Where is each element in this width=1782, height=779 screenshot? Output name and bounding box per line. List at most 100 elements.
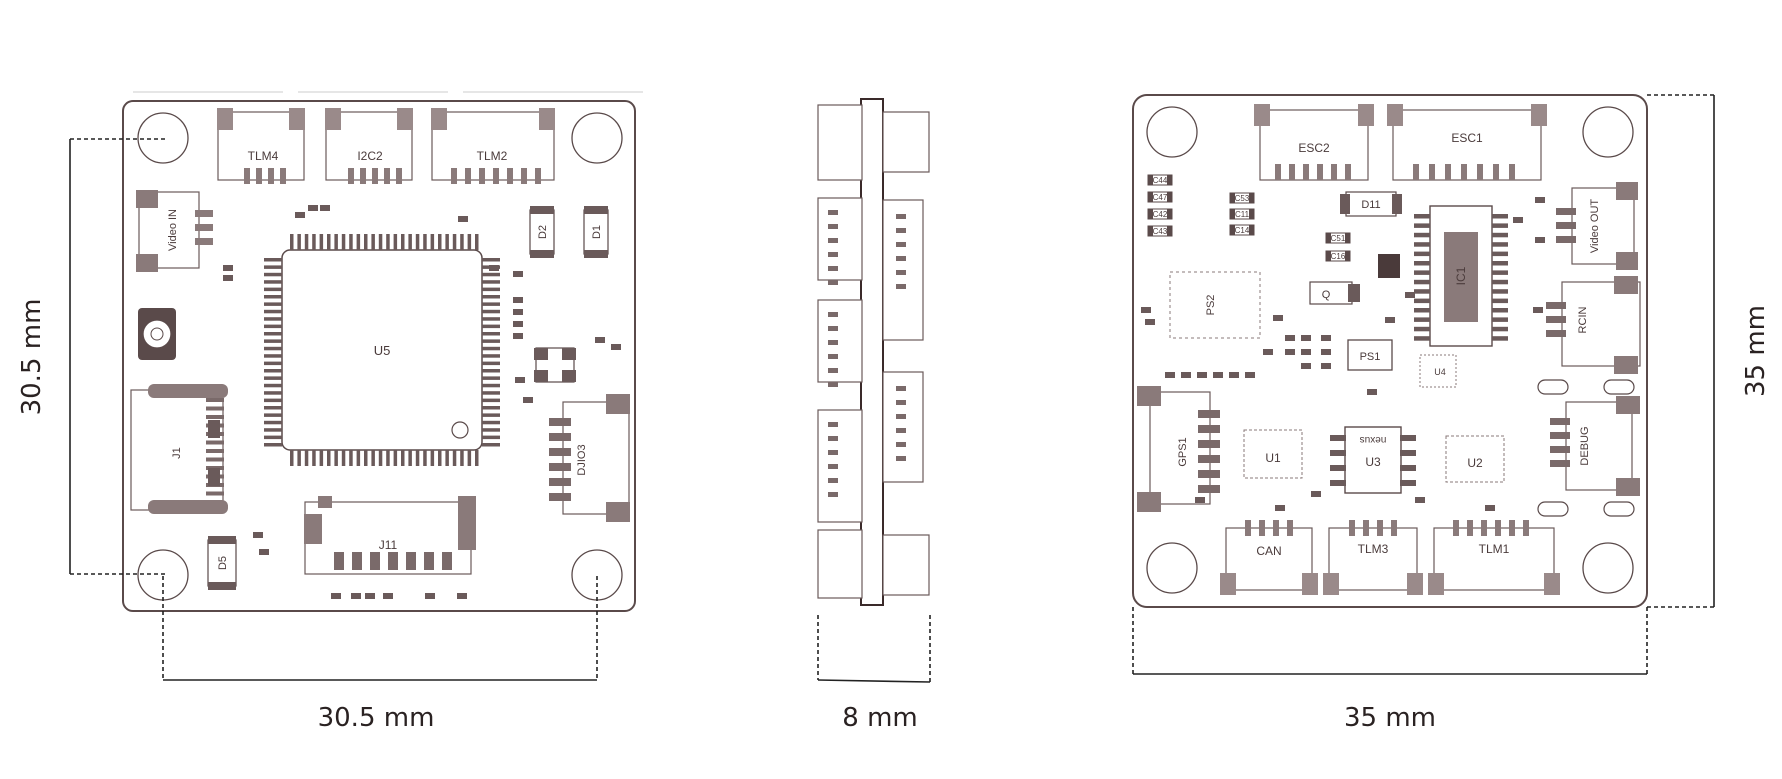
- pin: [482, 376, 500, 380]
- djio3-label: DJIO3: [576, 444, 588, 475]
- pin: [482, 346, 500, 351]
- pin: [430, 234, 435, 250]
- pin: [206, 398, 224, 402]
- pin: [828, 238, 838, 243]
- pin: [467, 234, 472, 250]
- svg-text:C47: C47: [1153, 193, 1168, 202]
- pin: [828, 266, 838, 271]
- connector-tlm2: TLM2: [431, 108, 555, 184]
- j1-label: J1: [171, 447, 183, 459]
- pin: [896, 228, 906, 233]
- pin: [264, 435, 282, 440]
- q-label: Q: [1322, 289, 1331, 301]
- pin: [482, 302, 500, 306]
- pin: [349, 234, 353, 250]
- pin: [482, 339, 500, 343]
- pin: [1492, 270, 1508, 275]
- pin: [482, 354, 500, 358]
- pin: [445, 450, 449, 466]
- connector-video-in: Video IN: [136, 190, 213, 272]
- pin: [475, 234, 479, 250]
- pin: [393, 234, 398, 250]
- pin: [1492, 223, 1508, 228]
- component-q: Q: [1309, 281, 1360, 305]
- pin: [401, 450, 405, 466]
- pin: [312, 234, 316, 250]
- pin: [828, 450, 838, 455]
- pin: [264, 317, 282, 321]
- pin: [264, 332, 282, 336]
- brand-label: nexus: [1360, 434, 1387, 445]
- connector-debug: DEBUG: [1550, 396, 1640, 496]
- dimension-lines: [69, 94, 1715, 683]
- pin: [356, 234, 361, 250]
- pin: [828, 464, 838, 469]
- component-d5: D5: [207, 536, 237, 590]
- pin: [297, 234, 301, 250]
- pin: [467, 450, 472, 466]
- mounting-hole: [1146, 106, 1198, 158]
- svg-text:C14: C14: [1235, 226, 1250, 235]
- pin: [206, 457, 224, 462]
- rcin-label: RCIN: [1577, 307, 1589, 334]
- pin: [1414, 270, 1430, 275]
- pin: [896, 256, 906, 261]
- mounting-hole: [571, 112, 623, 164]
- pin: [423, 450, 427, 466]
- pin: [828, 422, 838, 427]
- pin: [828, 492, 838, 497]
- pin: [264, 272, 282, 277]
- connector-j1: J1: [130, 384, 228, 514]
- pin: [408, 450, 412, 466]
- pin: [1414, 289, 1430, 294]
- svg-text:C42: C42: [1153, 210, 1168, 219]
- pin: [1492, 251, 1508, 257]
- component-ic1: IC1: [1414, 205, 1508, 347]
- svg-text:C51: C51: [1331, 234, 1346, 243]
- mounting-hole: [1582, 106, 1634, 158]
- pin: [1414, 251, 1430, 257]
- connector-tlm1: TLM1: [1428, 520, 1560, 595]
- pin: [482, 258, 500, 262]
- pin: [1414, 336, 1430, 341]
- pin: [290, 450, 294, 466]
- pin: [482, 324, 500, 329]
- pin: [828, 326, 838, 331]
- u3-label: U3: [1365, 455, 1381, 469]
- pin: [828, 280, 838, 285]
- back-board: ESC2 ESC1 C44 C47 C42 C43 C53 C11 C14 C5…: [1132, 94, 1648, 608]
- pin: [378, 234, 383, 250]
- esc1-label: ESC1: [1451, 131, 1483, 145]
- d11-label: D11: [1361, 199, 1380, 211]
- pin: [264, 324, 282, 329]
- pin: [264, 354, 282, 358]
- pin: [828, 368, 838, 373]
- pin: [460, 234, 464, 250]
- pin: [482, 287, 500, 292]
- pin: [482, 383, 500, 388]
- component-d11: D11: [1340, 191, 1402, 217]
- pin: [475, 450, 479, 466]
- component-ps1: PS1: [1347, 339, 1393, 371]
- pin: [896, 284, 906, 289]
- pin: [264, 376, 282, 380]
- pin: [264, 280, 282, 284]
- pin: [896, 214, 906, 219]
- ps2-label: PS2: [1205, 295, 1217, 316]
- pin: [1492, 308, 1508, 313]
- pin: [482, 272, 500, 277]
- svg-text:C11: C11: [1235, 210, 1250, 219]
- pin: [415, 450, 420, 466]
- pin: [452, 234, 457, 250]
- pin: [264, 295, 282, 299]
- pin: [1414, 214, 1430, 219]
- svg-text:C43: C43: [1153, 227, 1168, 236]
- pin: [828, 312, 838, 317]
- pin: [264, 398, 282, 403]
- pin: [312, 450, 316, 466]
- pin: [1492, 261, 1508, 266]
- crystal: [534, 347, 576, 383]
- pin: [1414, 317, 1430, 322]
- svg-text:C16: C16: [1331, 252, 1346, 261]
- pin: [386, 234, 390, 250]
